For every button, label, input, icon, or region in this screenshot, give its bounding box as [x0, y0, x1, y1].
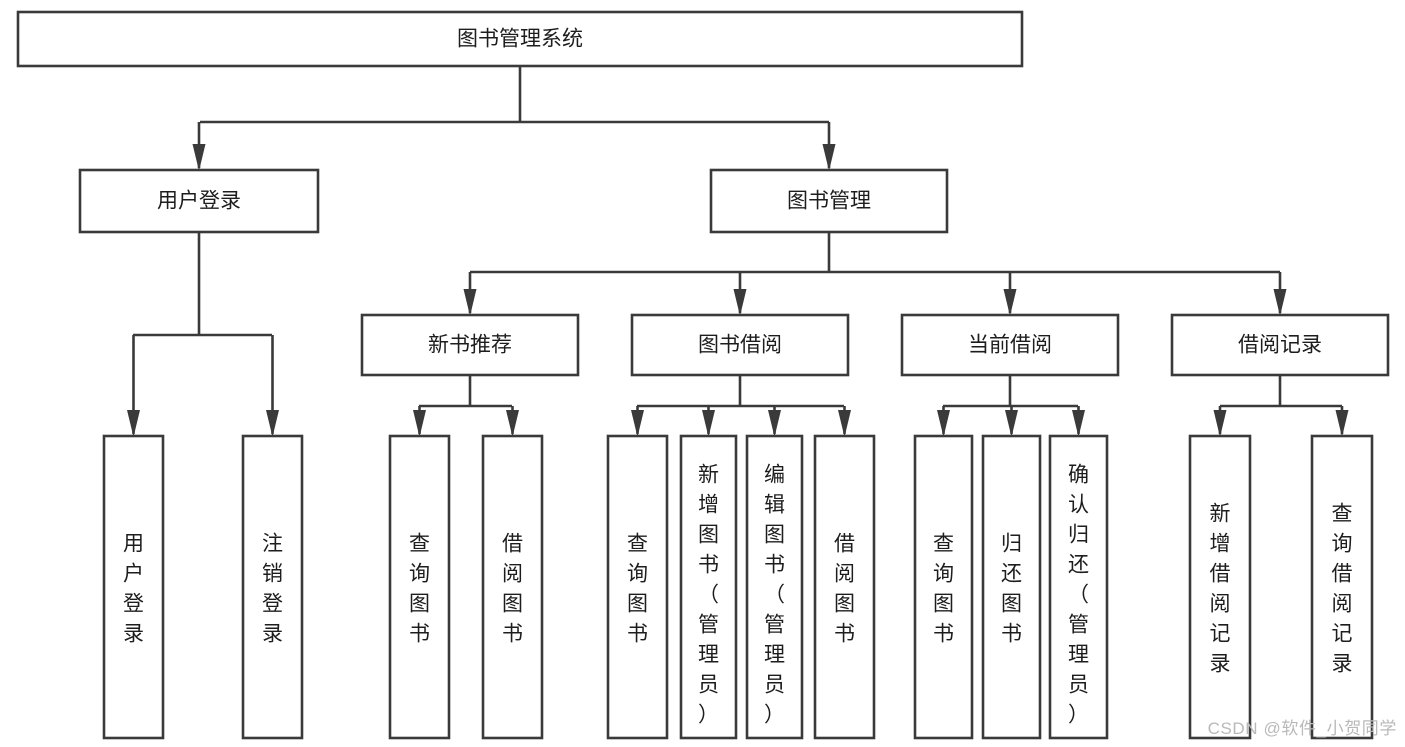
- node-n-records[interactable]: 借阅记录: [1170, 313, 1390, 377]
- node-label-l-logout: 注销登录: [262, 532, 283, 645]
- edge-n-borrow-to-l-edit-book: [768, 406, 781, 437]
- node-box-l-borrow-book-b[interactable]: [813, 434, 876, 740]
- node-l-borrow-book-b[interactable]: 借阅图书: [813, 434, 876, 740]
- edge-n-borrow-to-l-borrow-book-b: [838, 406, 851, 437]
- node-l-add-book[interactable]: 新增图书（管理员）: [679, 434, 738, 740]
- node-label-n-borrow: 图书借阅: [698, 334, 782, 357]
- node-box-root[interactable]: [16, 10, 1024, 68]
- node-n-borrow[interactable]: 图书借阅: [630, 313, 850, 377]
- edge-n-current-to-l-return-book: [1005, 406, 1018, 437]
- node-box-l-add-book[interactable]: [679, 434, 738, 740]
- node-box-l-query-book-b[interactable]: [606, 434, 669, 740]
- node-layer: 图书管理系统用户登录图书管理新书推荐图书借阅当前借阅借阅记录用户登录注销登录查询…: [16, 10, 1390, 740]
- node-label-n-book-mgmt: 图书管理: [787, 190, 871, 213]
- node-label-l-query-book-a: 查询图书: [409, 532, 430, 645]
- node-n-new-books[interactable]: 新书推荐: [360, 313, 580, 377]
- edge-n-user-login-to-l-logout: [266, 335, 279, 437]
- edge-n-records-to-l-query-record: [1335, 406, 1349, 437]
- node-box-l-user-login[interactable]: [102, 434, 165, 740]
- node-box-l-return-book[interactable]: [981, 434, 1042, 740]
- node-root[interactable]: 图书管理系统: [16, 10, 1024, 68]
- node-label-l-borrow-book-a: 借阅图书: [502, 532, 523, 645]
- node-label-l-add-book: 新增图书（管理员）: [698, 463, 719, 726]
- node-box-l-query-book-a[interactable]: [388, 434, 451, 740]
- edge-n-current-to-l-query-book-c: [937, 406, 950, 437]
- node-box-l-confirm-return[interactable]: [1048, 434, 1109, 740]
- edge-n-borrow-to-l-query-book-b: [631, 406, 644, 437]
- edge-n-borrow-to-l-add-book: [702, 406, 715, 437]
- node-l-query-book-a[interactable]: 查询图书: [388, 434, 451, 740]
- node-box-l-query-record[interactable]: [1310, 434, 1374, 740]
- edge-n-new-books-to-l-borrow-book-a: [506, 406, 519, 437]
- edge-n-user-login-to-l-user-login: [127, 335, 140, 437]
- node-box-l-add-record[interactable]: [1188, 434, 1252, 740]
- node-box-l-borrow-book-a[interactable]: [481, 434, 544, 740]
- edge-root-to-n-book-mgmt: [822, 122, 836, 171]
- node-l-borrow-book-a[interactable]: 借阅图书: [481, 434, 544, 740]
- node-box-l-query-book-c[interactable]: [913, 434, 974, 740]
- node-l-query-record[interactable]: 查询借阅记录: [1310, 434, 1374, 740]
- node-l-query-book-b[interactable]: 查询图书: [606, 434, 669, 740]
- node-label-l-edit-book: 编辑图书（管理员）: [764, 463, 785, 726]
- node-box-n-borrow[interactable]: [630, 313, 850, 377]
- node-label-l-return-book: 归还图书: [1001, 532, 1022, 645]
- edge-n-current-to-l-confirm-return: [1072, 406, 1085, 437]
- connector-layer: [127, 66, 1349, 437]
- node-box-n-book-mgmt[interactable]: [709, 168, 949, 234]
- node-l-user-login[interactable]: 用户登录: [102, 434, 165, 740]
- edge-n-new-books-to-l-query-book-a: [413, 406, 426, 437]
- node-box-l-logout[interactable]: [241, 434, 304, 740]
- node-l-logout[interactable]: 注销登录: [241, 434, 304, 740]
- edge-n-book-mgmt-to-n-current: [1003, 272, 1017, 316]
- node-l-edit-book[interactable]: 编辑图书（管理员）: [745, 434, 804, 740]
- node-l-add-record[interactable]: 新增借阅记录: [1188, 434, 1252, 740]
- edge-n-records-to-l-add-record: [1213, 406, 1227, 437]
- edge-n-book-mgmt-to-n-records: [1273, 272, 1287, 316]
- node-n-book-mgmt[interactable]: 图书管理: [709, 168, 949, 234]
- node-label-l-borrow-book-b: 借阅图书: [834, 532, 855, 645]
- node-n-user-login[interactable]: 用户登录: [78, 168, 320, 234]
- node-label-n-records: 借阅记录: [1238, 334, 1322, 357]
- node-box-l-edit-book[interactable]: [745, 434, 804, 740]
- node-label-l-query-book-b: 查询图书: [627, 532, 648, 645]
- node-label-l-query-record: 查询借阅记录: [1332, 502, 1353, 675]
- node-l-query-book-c[interactable]: 查询图书: [913, 434, 974, 740]
- node-label-n-current: 当前借阅: [968, 334, 1052, 357]
- csdn-watermark: CSDN @软件_小贺同学: [1207, 719, 1397, 738]
- node-box-n-records[interactable]: [1170, 313, 1390, 377]
- node-label-l-query-book-c: 查询图书: [933, 532, 954, 645]
- node-l-confirm-return[interactable]: 确认归还（管理员）: [1048, 434, 1109, 740]
- node-label-l-confirm-return: 确认归还（管理员）: [1068, 463, 1089, 726]
- node-box-n-user-login[interactable]: [78, 168, 320, 234]
- edge-n-book-mgmt-to-n-new-books: [463, 272, 477, 316]
- node-label-n-user-login: 用户登录: [157, 190, 241, 213]
- node-l-return-book[interactable]: 归还图书: [981, 434, 1042, 740]
- edge-n-book-mgmt-to-n-borrow: [733, 272, 747, 316]
- node-n-current[interactable]: 当前借阅: [900, 313, 1120, 377]
- node-label-l-add-record: 新增借阅记录: [1210, 502, 1231, 675]
- edge-root-to-n-user-login: [192, 122, 206, 171]
- node-label-n-new-books: 新书推荐: [428, 334, 512, 357]
- node-label-root: 图书管理系统: [457, 28, 583, 51]
- node-label-l-user-login: 用户登录: [123, 532, 144, 645]
- node-box-n-new-books[interactable]: [360, 313, 580, 377]
- node-box-n-current[interactable]: [900, 313, 1120, 377]
